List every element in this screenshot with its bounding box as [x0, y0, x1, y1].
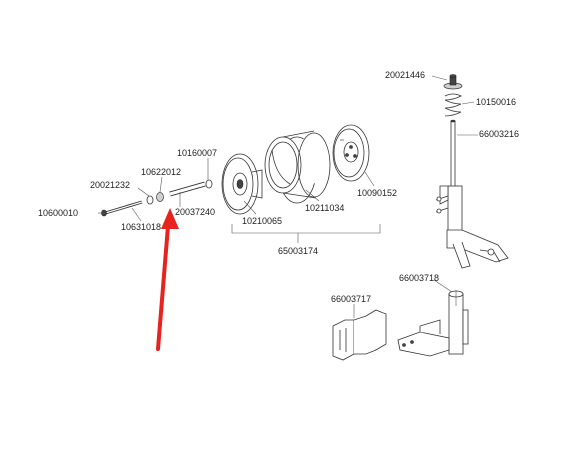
upright-assembly	[332, 74, 509, 361]
label-10631018: 10631018	[121, 222, 161, 232]
bracket-66003718	[397, 290, 469, 357]
label-10160007: 10160007	[177, 148, 217, 158]
frame-assembly	[435, 185, 509, 269]
plate-66003717	[332, 309, 387, 361]
leader-lines	[98, 75, 478, 318]
label-10150016: 10150016	[476, 97, 516, 107]
label-10090152: 10090152	[357, 188, 397, 198]
group-bracket	[231, 224, 381, 234]
spring-10150016	[444, 93, 462, 117]
pulley-10210065	[221, 153, 263, 215]
drum-10211034	[264, 130, 331, 204]
rod-66003216	[450, 119, 456, 192]
label-10622012: 10622012	[141, 167, 181, 177]
red-arrow-pointer	[156, 208, 179, 351]
cap-20021446	[443, 74, 463, 90]
label-10600010: 10600010	[38, 208, 78, 218]
cover-10090152	[332, 124, 370, 182]
label-20021232: 20021232	[90, 180, 130, 190]
label-20021446: 20021446	[385, 70, 425, 80]
label-66003717: 66003717	[331, 294, 371, 304]
pulley-assembly	[221, 124, 381, 243]
rod-assembly	[101, 179, 213, 217]
part-labels: 20021446 10150016 66003216 10160007 1062…	[38, 70, 519, 304]
label-66003718: 66003718	[399, 273, 439, 283]
label-66003216: 66003216	[479, 129, 519, 139]
label-65003174: 65003174	[278, 246, 318, 256]
label-10210065: 10210065	[242, 216, 282, 226]
label-10211034: 10211034	[305, 203, 344, 213]
label-20037240: 20037240	[175, 207, 215, 217]
